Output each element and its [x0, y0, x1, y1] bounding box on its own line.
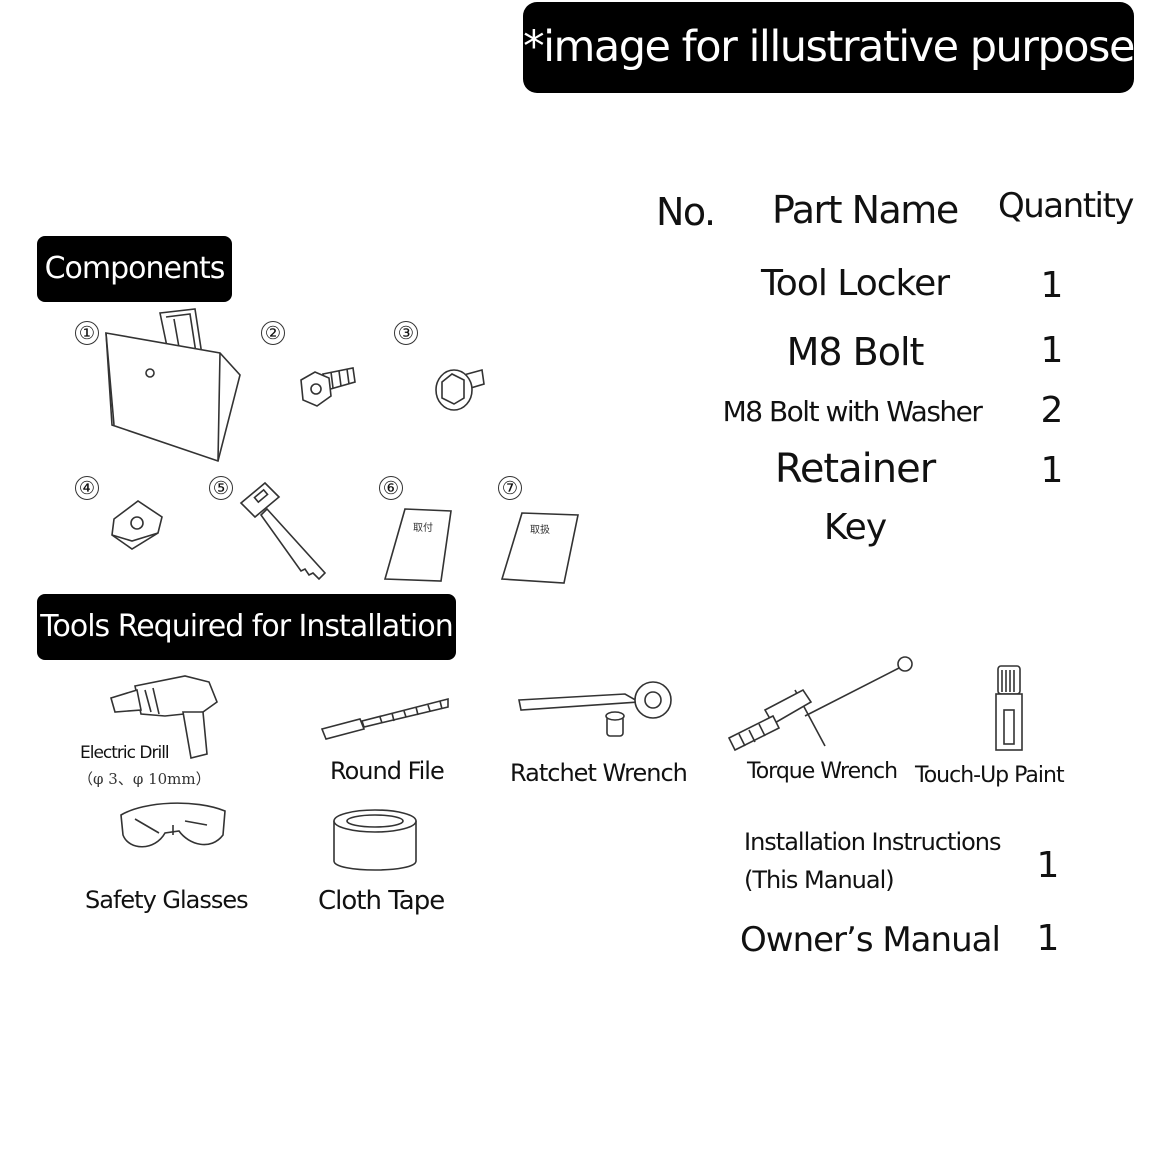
safety-glasses-illustration — [120, 802, 226, 848]
this-manual-label: (This Manual) — [744, 866, 895, 894]
components-label: Components — [37, 236, 232, 302]
owners-manual-qty: 1 — [1036, 918, 1060, 959]
electric-drill-label: Electric Drill — [80, 743, 170, 763]
installation-instructions-qty: 1 — [1036, 845, 1060, 886]
electric-drill-illustration — [110, 675, 218, 759]
tools-label: Tools Required for Installation — [37, 594, 456, 660]
header-part-name: Part Name — [772, 188, 959, 232]
component-number-6: ⑥ — [379, 476, 403, 500]
handling-document-illustration: 取扱 — [500, 512, 579, 584]
part-qty-retainer: 1 — [1040, 450, 1064, 491]
m8-bolt-illustration — [300, 367, 356, 407]
illustrative-banner: *image for illustrative purpose — [523, 2, 1135, 93]
part-name-key: Key — [823, 507, 887, 548]
torque-wrench-label: Torque Wrench — [747, 759, 898, 784]
safety-glasses-label: Safety Glasses — [85, 886, 249, 914]
component-number-7: ⑦ — [498, 476, 522, 500]
component-number-1: ① — [75, 321, 99, 345]
handling-document-label: 取扱 — [530, 524, 550, 536]
ratchet-wrench-label: Ratchet Wrench — [510, 759, 688, 787]
part-name-tool-locker: Tool Locker — [760, 263, 950, 304]
touch-up-paint-label: Touch-Up Paint — [915, 763, 1065, 788]
part-qty-m8-bolt: 1 — [1040, 330, 1064, 371]
touch-up-paint-illustration — [995, 665, 1023, 751]
owners-manual-label: Owner’s Manual — [740, 920, 1001, 960]
part-qty-tool-locker: 1 — [1040, 265, 1064, 306]
installation-instructions-label: Installation Instructions — [744, 828, 1002, 856]
component-number-4: ④ — [75, 476, 99, 500]
drill-sizes-label: （φ 3、φ 10mm） — [78, 770, 211, 788]
component-number-2: ② — [261, 321, 285, 345]
tool-locker-illustration — [105, 308, 241, 463]
cloth-tape-label: Cloth Tape — [318, 886, 445, 916]
retainer-illustration — [111, 500, 163, 550]
component-number-5: ⑤ — [209, 476, 233, 500]
round-file-illustration — [320, 697, 449, 740]
round-file-label: Round File — [330, 757, 445, 785]
header-no: No. — [656, 190, 716, 234]
part-qty-m8-bolt-washer: 2 — [1040, 390, 1064, 431]
install-document-illustration: 取付 — [383, 508, 452, 582]
part-name-m8-bolt: M8 Bolt — [786, 330, 925, 374]
key-illustration — [239, 481, 327, 581]
header-quantity: Quantity — [998, 186, 1134, 226]
component-number-3: ③ — [394, 321, 418, 345]
part-name-m8-bolt-washer: M8 Bolt with Washer — [722, 395, 983, 428]
cloth-tape-illustration — [333, 809, 417, 871]
part-name-retainer: Retainer — [774, 446, 936, 492]
torque-wrench-illustration — [727, 656, 913, 752]
install-document-label: 取付 — [413, 521, 433, 534]
ratchet-wrench-illustration — [518, 681, 672, 737]
m8-bolt-washer-illustration — [435, 368, 485, 411]
